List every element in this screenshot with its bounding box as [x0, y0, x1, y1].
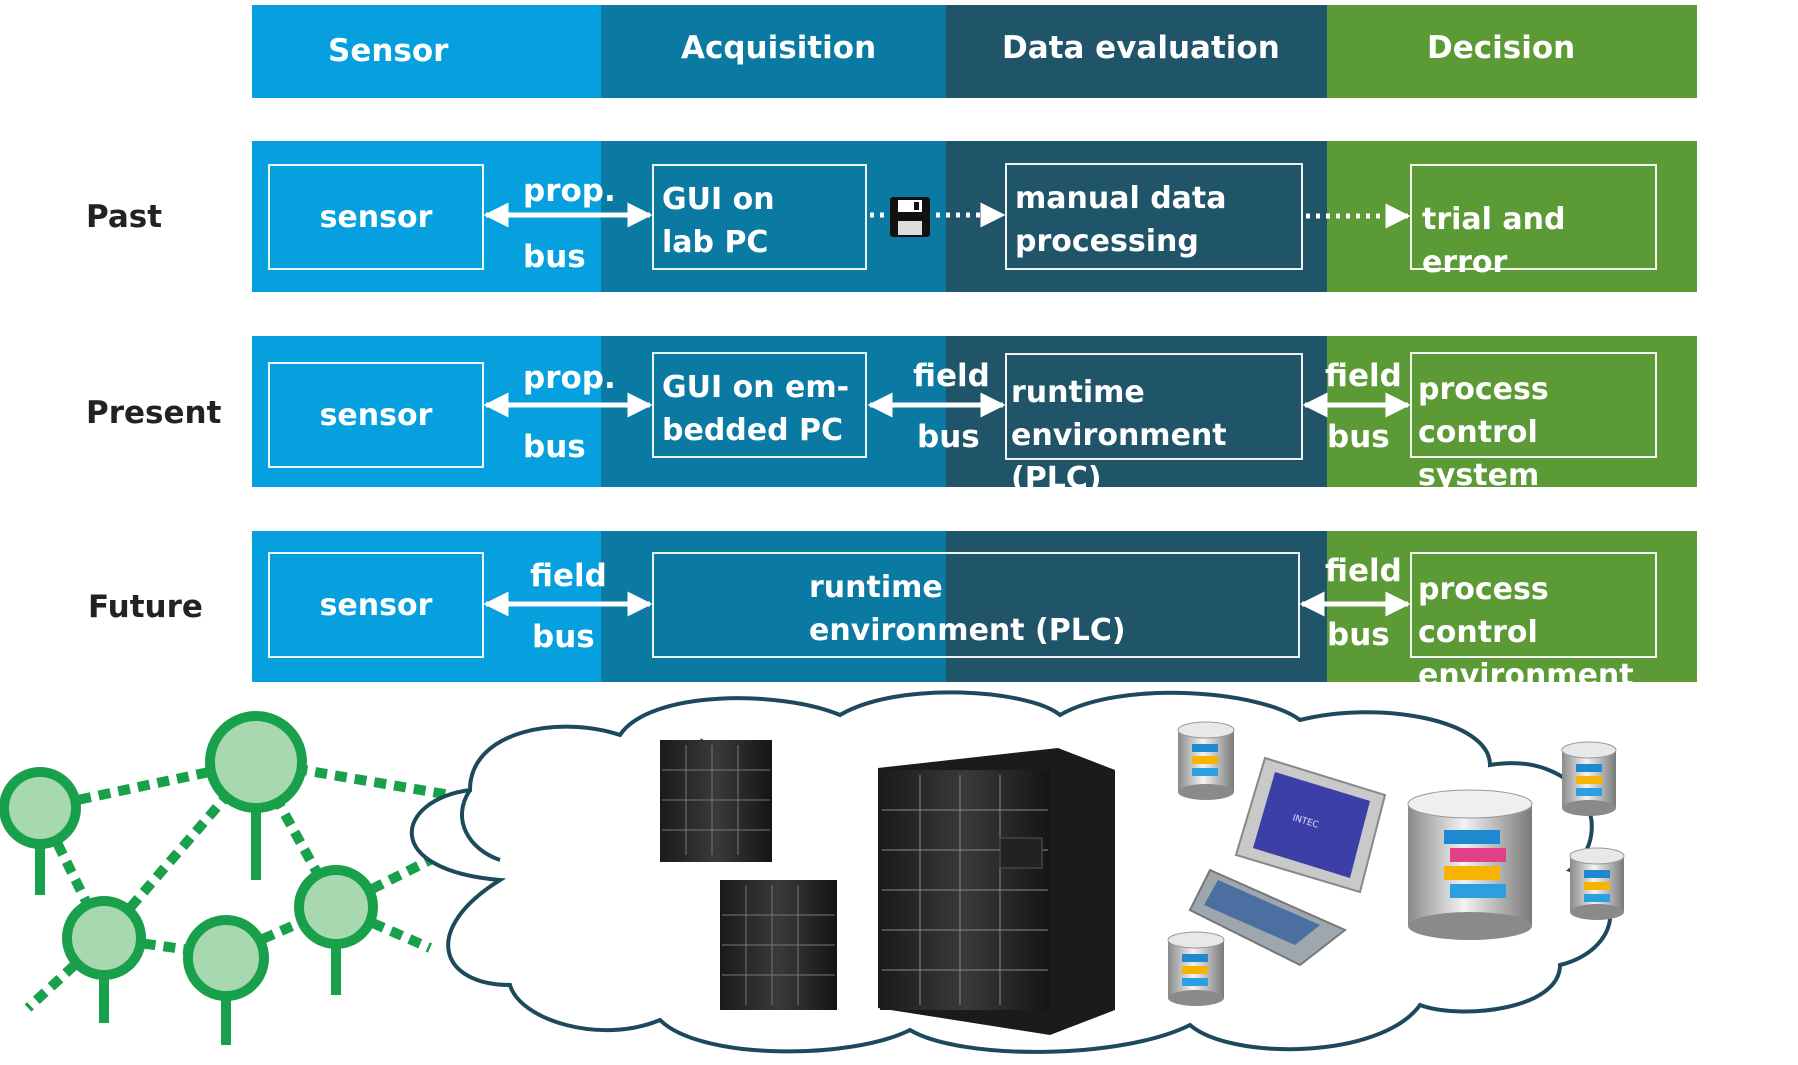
past-acquisition-box: GUI on lab PC — [652, 164, 867, 270]
present-sensor-box: sensor — [268, 362, 484, 468]
present-link2-bottom: bus — [917, 419, 980, 455]
past-acq-line1: GUI on — [662, 182, 775, 217]
header-sensor-label: Sensor — [328, 33, 449, 69]
future-link3-bottom: bus — [1327, 617, 1390, 653]
row-label-future: Future — [88, 589, 203, 625]
present-eval-line1: runtime — [1011, 375, 1145, 410]
past-eval-line2: processing — [1015, 224, 1199, 259]
database-icon — [1167, 721, 1625, 1006]
past-eval-line1: manual data — [1015, 181, 1227, 216]
row-label-present: Present — [86, 395, 222, 431]
present-acquisition-box: GUI on em- bedded PC — [652, 352, 867, 458]
workstation-icon: INTEC — [1188, 756, 1387, 967]
present-decision-line1: process control — [1418, 372, 1549, 450]
past-link1-bottom: bus — [523, 239, 586, 275]
future-decision-box: process control environment — [1410, 552, 1657, 693]
future-runtime-line1: runtime — [809, 570, 943, 605]
floppy-disk-icon — [890, 197, 930, 237]
header-sensor-band — [252, 5, 601, 98]
present-link3-top: field — [1325, 358, 1402, 394]
future-link3-top: field — [1325, 553, 1402, 589]
past-acq-line2: lab PC — [662, 225, 769, 260]
present-link2-top: field — [913, 358, 990, 394]
present-evaluation-box: runtime environment (PLC) — [1005, 353, 1303, 496]
header-acquisition-band — [601, 5, 946, 98]
header-acquisition-label: Acquisition — [681, 30, 877, 66]
present-acq-line1: GUI on em- — [662, 370, 850, 405]
present-link3-bottom: bus — [1327, 419, 1390, 455]
future-sensor-label: sensor — [319, 587, 433, 623]
future-link1-top: field — [530, 558, 607, 594]
present-acq-line2: bedded PC — [662, 413, 844, 448]
row-label-past: Past — [86, 199, 163, 235]
future-runtime-box: runtime environment (PLC) — [652, 552, 1300, 658]
sensor-network-icon — [0, 711, 451, 1045]
future-sensor-box: sensor — [268, 552, 484, 658]
past-acquisition-band — [601, 141, 946, 292]
present-decision-box: process control system — [1410, 352, 1657, 493]
server-rack-icon — [660, 740, 1115, 1035]
past-decision-label: trial and error — [1422, 202, 1566, 280]
present-link1-bottom: bus — [523, 429, 586, 465]
present-link1-top: prop. — [523, 360, 616, 396]
present-decision-line2: system — [1418, 458, 1540, 493]
header-evaluation-band — [946, 5, 1327, 98]
past-decision-box: trial and error — [1410, 164, 1657, 280]
future-link1-bottom: bus — [532, 619, 595, 655]
future-runtime-line2: environment (PLC) — [809, 613, 1126, 648]
past-link1-top: prop. — [523, 173, 616, 209]
future-decision-line2: environment — [1418, 658, 1634, 693]
past-evaluation-band — [946, 141, 1327, 292]
header-decision-band — [1327, 5, 1697, 98]
present-evaluation-band — [946, 336, 1327, 487]
header-decision-label: Decision — [1427, 30, 1576, 66]
present-eval-line2: environment (PLC) — [1011, 418, 1227, 496]
header-evaluation-label: Data evaluation — [1002, 30, 1280, 66]
past-evaluation-box: manual data processing — [1005, 163, 1303, 270]
past-sensor-box: sensor — [268, 164, 484, 270]
past-sensor-label: sensor — [319, 199, 433, 235]
present-sensor-label: sensor — [319, 397, 433, 433]
future-decision-line1: process control — [1418, 572, 1549, 650]
